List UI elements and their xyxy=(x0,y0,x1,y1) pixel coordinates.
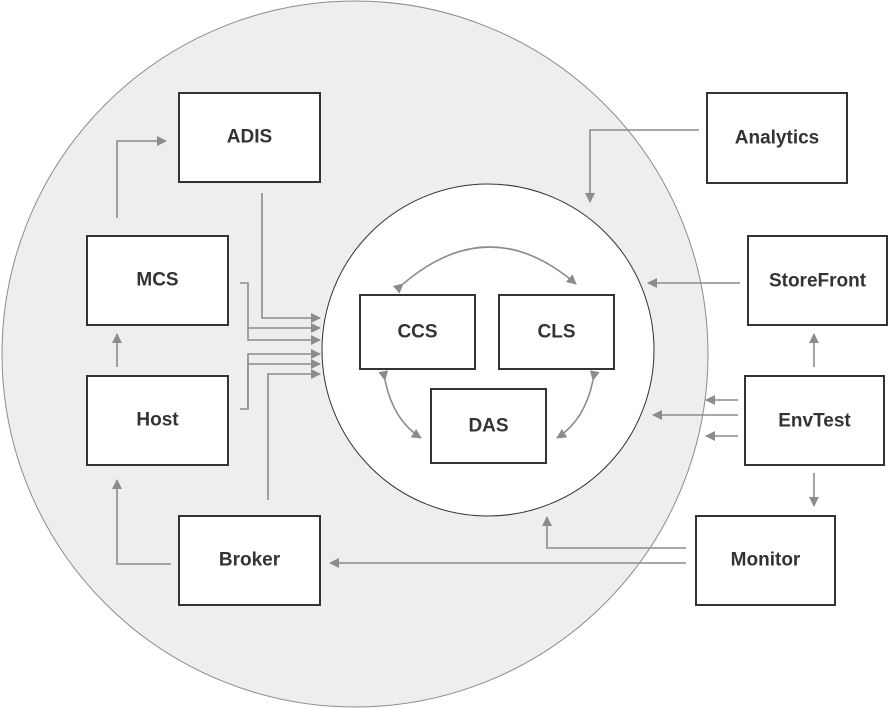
cls-label: CLS xyxy=(538,322,576,343)
arrow-mcs-to-core-2 xyxy=(247,328,321,345)
adis-label: ADIS xyxy=(227,127,272,148)
analytics-label: Analytics xyxy=(735,128,819,149)
storefront-box[interactable]: StoreFront xyxy=(747,235,888,326)
storefront-label: StoreFront xyxy=(769,271,867,292)
arrow-monitor-to-core xyxy=(542,516,686,549)
arrow-mcs-to-core-1 xyxy=(240,282,321,333)
arrow-ccs-cls xyxy=(392,246,577,294)
broker-box[interactable]: Broker xyxy=(178,515,321,606)
das-box[interactable]: DAS xyxy=(430,388,547,464)
adis-box[interactable]: ADIS xyxy=(178,92,321,183)
monitor-box[interactable]: Monitor xyxy=(695,515,836,606)
arrow-broker-to-host xyxy=(112,479,171,565)
arrow-cls-das xyxy=(556,370,600,439)
connectors xyxy=(112,129,819,568)
das-label: DAS xyxy=(468,416,508,437)
arrow-analytics-to-core xyxy=(585,129,699,203)
mcs-box[interactable]: MCS xyxy=(86,235,229,326)
analytics-box[interactable]: Analytics xyxy=(706,92,848,184)
ccs-label: CCS xyxy=(397,322,437,343)
ccs-box[interactable]: CCS xyxy=(359,294,476,370)
host-box[interactable]: Host xyxy=(86,375,229,466)
arrow-mcs-to-adis xyxy=(116,136,167,218)
envtest-box[interactable]: EnvTest xyxy=(744,375,885,466)
mcs-label: MCS xyxy=(136,270,178,291)
envtest-label: EnvTest xyxy=(778,411,851,432)
monitor-label: Monitor xyxy=(731,550,801,571)
arrow-broker-to-core xyxy=(267,369,321,500)
arrow-ccs-das xyxy=(378,370,422,439)
arrow-host-to-core-2 xyxy=(247,359,321,409)
cls-box[interactable]: CLS xyxy=(498,294,615,370)
host-label: Host xyxy=(136,410,179,431)
broker-label: Broker xyxy=(219,550,281,571)
arrow-adis-to-core xyxy=(261,193,321,323)
